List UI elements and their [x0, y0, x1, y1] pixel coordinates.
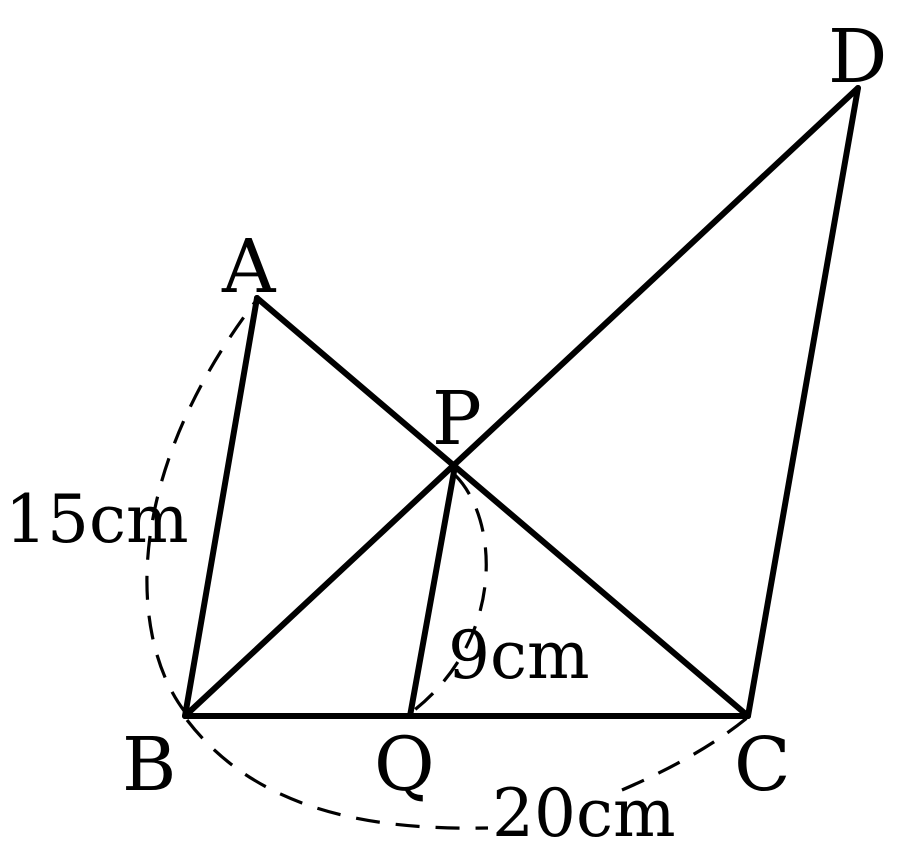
arc-bc-right [621, 716, 749, 792]
label-length-pq: 9cm [448, 617, 590, 694]
label-point-a: A [221, 224, 277, 310]
segment-ab [182, 295, 260, 719]
segment-ac [254, 295, 751, 719]
label-point-d: D [828, 14, 887, 100]
label-point-b: B [122, 722, 176, 808]
segment-cd [745, 85, 861, 719]
label-point-p: P [432, 376, 482, 462]
segment-bd [182, 85, 861, 719]
label-length-bc: 20cm [492, 775, 676, 852]
segment-pq [407, 463, 458, 719]
label-point-q: Q [374, 722, 435, 808]
label-point-c: C [734, 722, 791, 808]
arc-ab [145, 301, 257, 713]
label-length-ab: 15cm [5, 481, 189, 558]
arc-bc [185, 719, 489, 830]
